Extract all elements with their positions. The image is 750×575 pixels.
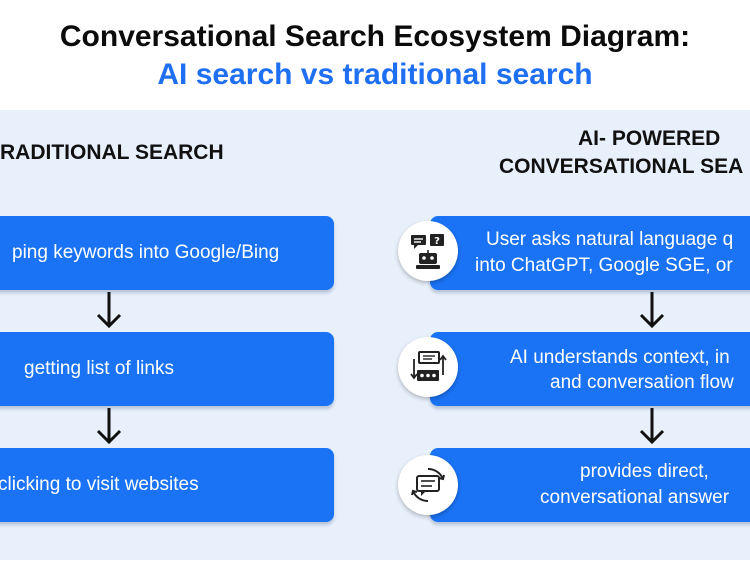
title-line-1: Conversational Search Ecosystem Diagram: <box>59 20 691 53</box>
ai-step-1-badge: ? <box>398 221 458 281</box>
ai-step-1: User asks natural language q into ChatGP… <box>430 216 750 290</box>
ai-step-2-line-2: and conversation flow <box>550 372 734 393</box>
down-arrow-icon <box>639 292 665 329</box>
chatbot-question-icon: ? <box>411 234 444 269</box>
down-arrow-icon <box>96 408 122 445</box>
traditional-step-2: getting list of links <box>0 332 334 406</box>
ai-step-2-badge <box>398 337 458 397</box>
ai-step-1-line-2: into ChatGPT, Google SGE, or <box>475 255 733 276</box>
ai-step-3: provides direct, conversational answer <box>430 448 750 522</box>
ai-step-3-badge <box>398 455 458 515</box>
chat-answer-icon <box>411 467 445 503</box>
ai-search-heading-line-1: AI- POWERED <box>578 127 721 150</box>
traditional-step-3: clicking to visit websites <box>0 448 334 522</box>
ai-step-2-line-1: AI understands context, in <box>510 347 730 368</box>
traditional-step-1: ping keywords into Google/Bing <box>0 216 334 290</box>
ai-step-1-line-1: User asks natural language q <box>486 229 734 250</box>
traditional-step-1-label: ping keywords into Google/Bing <box>12 242 280 263</box>
down-arrow-icon <box>96 292 122 329</box>
ai-step-3-line-1: provides direct, <box>580 461 709 482</box>
ai-step-2: AI understands context, in and conversat… <box>430 332 750 406</box>
ai-search-heading-line-2: CONVERSATIONAL SEA <box>499 155 744 178</box>
ai-step-3-line-2: conversational answer <box>540 487 730 508</box>
conversation-cycle-icon <box>410 351 447 381</box>
down-arrow-icon <box>639 408 665 445</box>
traditional-step-3-label: clicking to visit websites <box>0 474 199 495</box>
traditional-search-heading: RADITIONAL SEARCH <box>0 141 224 164</box>
traditional-step-2-label: getting list of links <box>24 358 174 379</box>
title-line-2: AI search vs traditional search <box>157 58 593 91</box>
svg-text:?: ? <box>434 236 440 247</box>
